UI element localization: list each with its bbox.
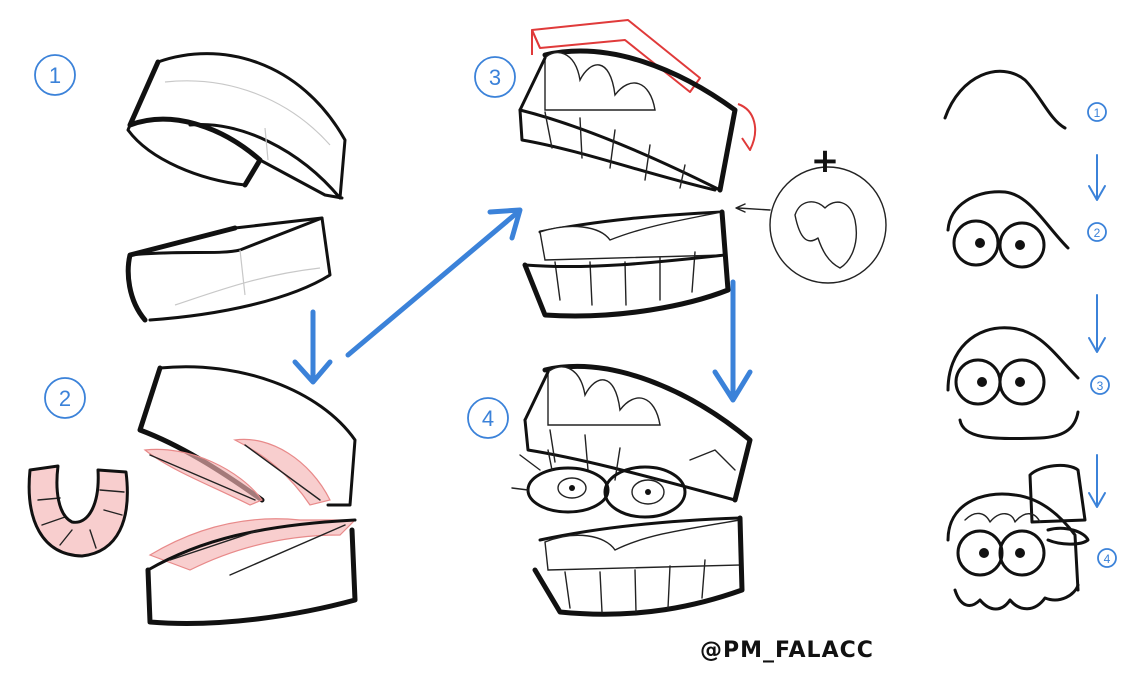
arrow-2-to-3 (345, 209, 521, 358)
step-label-right-3: 3 (1090, 375, 1110, 395)
svg-text:2: 2 (1094, 226, 1101, 240)
head-step-1 (943, 69, 1067, 130)
svg-text:2: 2 (59, 386, 71, 411)
step-label-left-4: 4 (467, 397, 509, 439)
tooth-detail-circle (769, 166, 887, 284)
step-label-left-2: 2 (44, 377, 86, 419)
plus-sign: + (811, 141, 840, 181)
step-3-teeth-jaws (518, 19, 887, 319)
head-step-4 (946, 463, 1090, 611)
svg-text:4: 4 (1104, 552, 1111, 566)
step-4-teeth-with-eyes (511, 364, 753, 617)
svg-text:1: 1 (1094, 106, 1101, 120)
step-label-right-1: 1 (1087, 102, 1107, 122)
step-1-jaw-ribbons (125, 52, 347, 323)
artist-signature: @PM_FALACC (700, 638, 874, 663)
step-label-left-3: 3 (474, 56, 516, 98)
step-label-right-4: 4 (1097, 548, 1117, 568)
svg-text:4: 4 (482, 406, 494, 431)
step-label-right-2: 2 (1087, 222, 1107, 242)
svg-text:3: 3 (489, 65, 501, 90)
head-step-2 (946, 190, 1070, 269)
svg-text:3: 3 (1097, 379, 1104, 393)
step-2-open-jaws (27, 365, 358, 626)
head-step-3 (946, 326, 1080, 441)
step-label-left-1: 1 (34, 54, 76, 96)
svg-text:1: 1 (49, 63, 61, 88)
flow-arrows (292, 154, 1106, 508)
